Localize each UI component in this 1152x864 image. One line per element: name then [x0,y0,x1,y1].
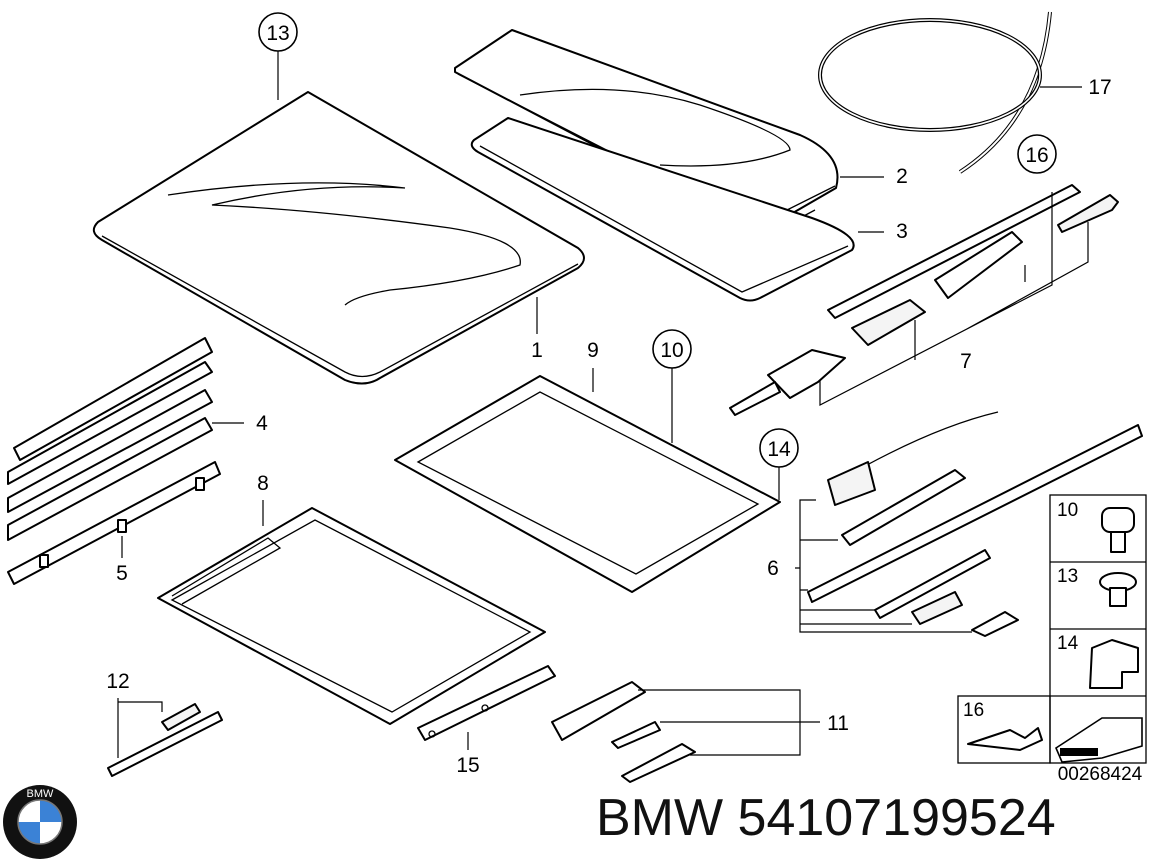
callout-11: 11 [827,712,849,735]
legend-label-10: 10 [1057,500,1078,521]
callout-8: 8 [257,472,269,495]
callout-12: 12 [106,670,129,693]
mounting-strip-part-15 [417,665,556,741]
legend-label-16: 16 [963,700,984,721]
deflector-rail [7,461,221,585]
callout-15: 15 [456,754,479,777]
clip-icon [1089,639,1139,689]
callout-16: 16 [1025,144,1048,167]
drawing-number: 00268424 [1058,764,1143,785]
drain-clip-icon [967,727,1043,751]
guide-parts-11 [551,681,696,783]
svg-text:BMW: BMW [27,788,55,800]
guide-rail-assembly [729,184,1119,416]
bmw-logo: BMW [3,785,77,859]
arrow-icon [1054,717,1143,763]
legend-label-13: 13 [1057,566,1078,587]
callout-10: 10 [660,339,683,362]
wind-deflector-strips [7,337,213,541]
brand-name: BMW [596,789,724,847]
sunroof-frame [394,375,781,593]
callout-1: 1 [531,339,543,362]
callout-6: 6 [767,557,779,580]
part-number-footer: BMW 54107199524 [596,788,1056,848]
callout-14: 14 [767,438,791,461]
callout-2: 2 [896,165,908,188]
callout-9: 9 [587,339,599,362]
sunroof-headliner-panel [92,91,585,385]
fastener-legend: 10 13 14 16 [957,494,1147,764]
bolt-icon [1099,572,1137,607]
bracket-part-12 [107,703,223,777]
legend-label-14: 14 [1057,633,1079,654]
sunshade-blind [157,507,546,725]
glass-seal [470,117,855,302]
screw-icon [1101,507,1135,553]
drain-hose [818,11,1052,174]
callout-17: 17 [1088,76,1111,99]
callout-4: 4 [256,412,268,435]
callout-7: 7 [960,350,972,373]
callout-3: 3 [896,220,908,243]
callout-13: 13 [266,22,289,45]
callout-circle-16 [1017,134,1057,174]
sliding-mechanism [807,411,1143,637]
callout-5: 5 [116,562,128,585]
part-number: 54107199524 [737,789,1056,847]
